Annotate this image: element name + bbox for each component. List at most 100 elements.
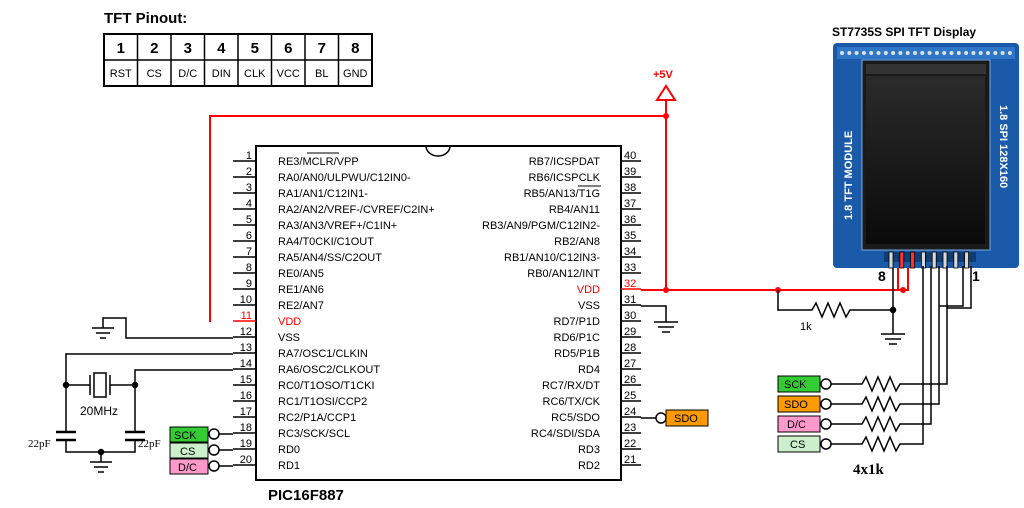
tft-pin bbox=[899, 251, 905, 269]
tft-pin bbox=[953, 251, 959, 269]
pinout-title: TFT Pinout: bbox=[104, 10, 187, 27]
tft-pin bbox=[931, 251, 937, 269]
tft-screen bbox=[866, 76, 985, 244]
mcu-pin-number: 16 bbox=[240, 390, 252, 402]
header-pin bbox=[949, 51, 954, 55]
mcu-pin-number: 35 bbox=[624, 230, 636, 242]
mcu-pin-label: RB7/ICSPDAT bbox=[529, 156, 601, 168]
pinout-name: D/C bbox=[178, 68, 197, 80]
mcu-pin-label: VSS bbox=[278, 332, 300, 344]
header-pin bbox=[891, 51, 896, 55]
tft-pin1-label: 1 bbox=[972, 268, 980, 284]
mcu-pin-label: RC4/SDI/SDA bbox=[531, 428, 601, 440]
mcu-pin-label: RA3/AN3/VREF+/C1IN+ bbox=[278, 220, 397, 232]
mcu-pin-label: RA0/AN0/ULPWU/C12IN0- bbox=[278, 172, 411, 184]
header-pin bbox=[920, 51, 925, 55]
resistor bbox=[831, 415, 905, 433]
tft-top-header bbox=[840, 51, 1012, 55]
mcu-pin-label: RD1 bbox=[278, 460, 300, 472]
pinout-name: BL bbox=[315, 68, 328, 80]
mcu-pin-label: RD4 bbox=[578, 364, 600, 376]
mcu-pin-label: RB0/AN12/INT bbox=[527, 268, 600, 280]
mcu-pin-number: 15 bbox=[240, 374, 252, 386]
mcu-pin-number: 2 bbox=[246, 166, 252, 178]
tft-right-text: 1.8 SPI 128X160 bbox=[997, 105, 1009, 188]
mcu-net-cs: CS bbox=[169, 442, 233, 459]
tft-pin bbox=[964, 251, 969, 269]
mcu-pin-number: 1 bbox=[246, 150, 252, 162]
header-pin bbox=[840, 51, 844, 55]
tft-bottom-pins bbox=[884, 251, 976, 269]
header-pin bbox=[942, 51, 947, 55]
mcu-pin-label: RB4/AN11 bbox=[549, 204, 600, 216]
header-pin bbox=[956, 51, 961, 55]
mcu-pin-number: 20 bbox=[240, 454, 252, 466]
pinout-number: 7 bbox=[318, 40, 326, 57]
vdd-wires bbox=[209, 115, 909, 322]
mcu-body bbox=[255, 145, 622, 481]
crystal-circuit bbox=[56, 353, 233, 473]
mcu-name: PIC16F887 bbox=[268, 487, 344, 504]
header-pin bbox=[934, 51, 939, 55]
pinout-number: 3 bbox=[184, 40, 192, 57]
mcu-pin-label: RB6/ICSPCLK bbox=[528, 172, 600, 184]
pinout-number: 8 bbox=[351, 40, 359, 57]
resistor-1k-label: 1k bbox=[800, 321, 812, 333]
header-pin bbox=[1007, 51, 1012, 55]
header-pin bbox=[986, 51, 990, 55]
header-pin bbox=[978, 51, 983, 55]
tft-net-cs-label: CS bbox=[790, 439, 805, 451]
mcu-pin-number: 27 bbox=[624, 358, 636, 370]
plus5v-symbol bbox=[655, 84, 677, 116]
cap-left-label: 22pF bbox=[28, 438, 51, 450]
mcu-pin-number: 24 bbox=[624, 406, 636, 418]
mcu-pin-number: 30 bbox=[624, 310, 636, 322]
pinout-number: 6 bbox=[284, 40, 292, 57]
mcu-pin-number: 17 bbox=[240, 406, 252, 418]
resistor-1k bbox=[777, 266, 905, 345]
mcu-pin-number: 31 bbox=[624, 294, 636, 306]
mcu-pin-label: RB3/AN9/PGM/C12IN2- bbox=[482, 220, 600, 232]
pinout-name: CS bbox=[147, 68, 162, 80]
mcu-pin-number: 33 bbox=[624, 262, 636, 274]
mcu-pin-number: 4 bbox=[246, 198, 252, 210]
tft-net-sck: SCK bbox=[777, 375, 832, 393]
pinout-name: RST bbox=[110, 68, 132, 80]
mcu-pin-number: 3 bbox=[246, 182, 252, 194]
mcu-pin-number: 6 bbox=[246, 230, 252, 242]
mcu-pin-number: 12 bbox=[240, 326, 252, 338]
resistor bbox=[831, 375, 905, 393]
pinout-number: 4 bbox=[217, 40, 226, 57]
pinout-number: 2 bbox=[150, 40, 158, 57]
cap-right-label: 22pF bbox=[138, 438, 161, 450]
mcu-pin-number: 13 bbox=[240, 342, 252, 354]
tft-net-sdo: SDO bbox=[777, 395, 832, 413]
header-pin bbox=[1000, 51, 1005, 55]
header-pin bbox=[971, 51, 976, 55]
mcu-pin-number: 29 bbox=[624, 326, 636, 338]
mcu-pin-number: 32 bbox=[624, 278, 636, 290]
tft-pin bbox=[921, 251, 926, 269]
mcu-pin-number: 39 bbox=[624, 166, 636, 178]
mcu-pin-label: VSS bbox=[578, 300, 600, 312]
mcu-net-dc: D/C bbox=[169, 458, 233, 475]
mcu-pin-number: 9 bbox=[246, 278, 252, 290]
header-pin bbox=[854, 51, 859, 55]
header-pin bbox=[847, 51, 852, 55]
mcu-pin-number: 28 bbox=[624, 342, 636, 354]
mcu-pin-number: 22 bbox=[624, 438, 636, 450]
mcu-pin-label: RA2/AN2/VREF-/CVREF/C2IN+ bbox=[278, 204, 435, 216]
mcu-pin-label: RA4/T0CKI/C1OUT bbox=[278, 236, 374, 248]
mcu-pin-label: RE0/AN5 bbox=[278, 268, 324, 280]
mcu-pin-label: RC7/RX/DT bbox=[542, 380, 600, 392]
mcu-pin-label: RC2/P1A/CCP1 bbox=[278, 412, 356, 424]
header-pin bbox=[964, 51, 969, 55]
header-pin bbox=[898, 51, 903, 55]
tft-signal-wires bbox=[905, 266, 972, 445]
mcu-pin-number: 7 bbox=[246, 246, 252, 258]
mcu-pin-number: 11 bbox=[241, 310, 252, 322]
mcu-net-dc-label: D/C bbox=[178, 462, 197, 474]
mcu-pin-label: RD2 bbox=[578, 460, 600, 472]
